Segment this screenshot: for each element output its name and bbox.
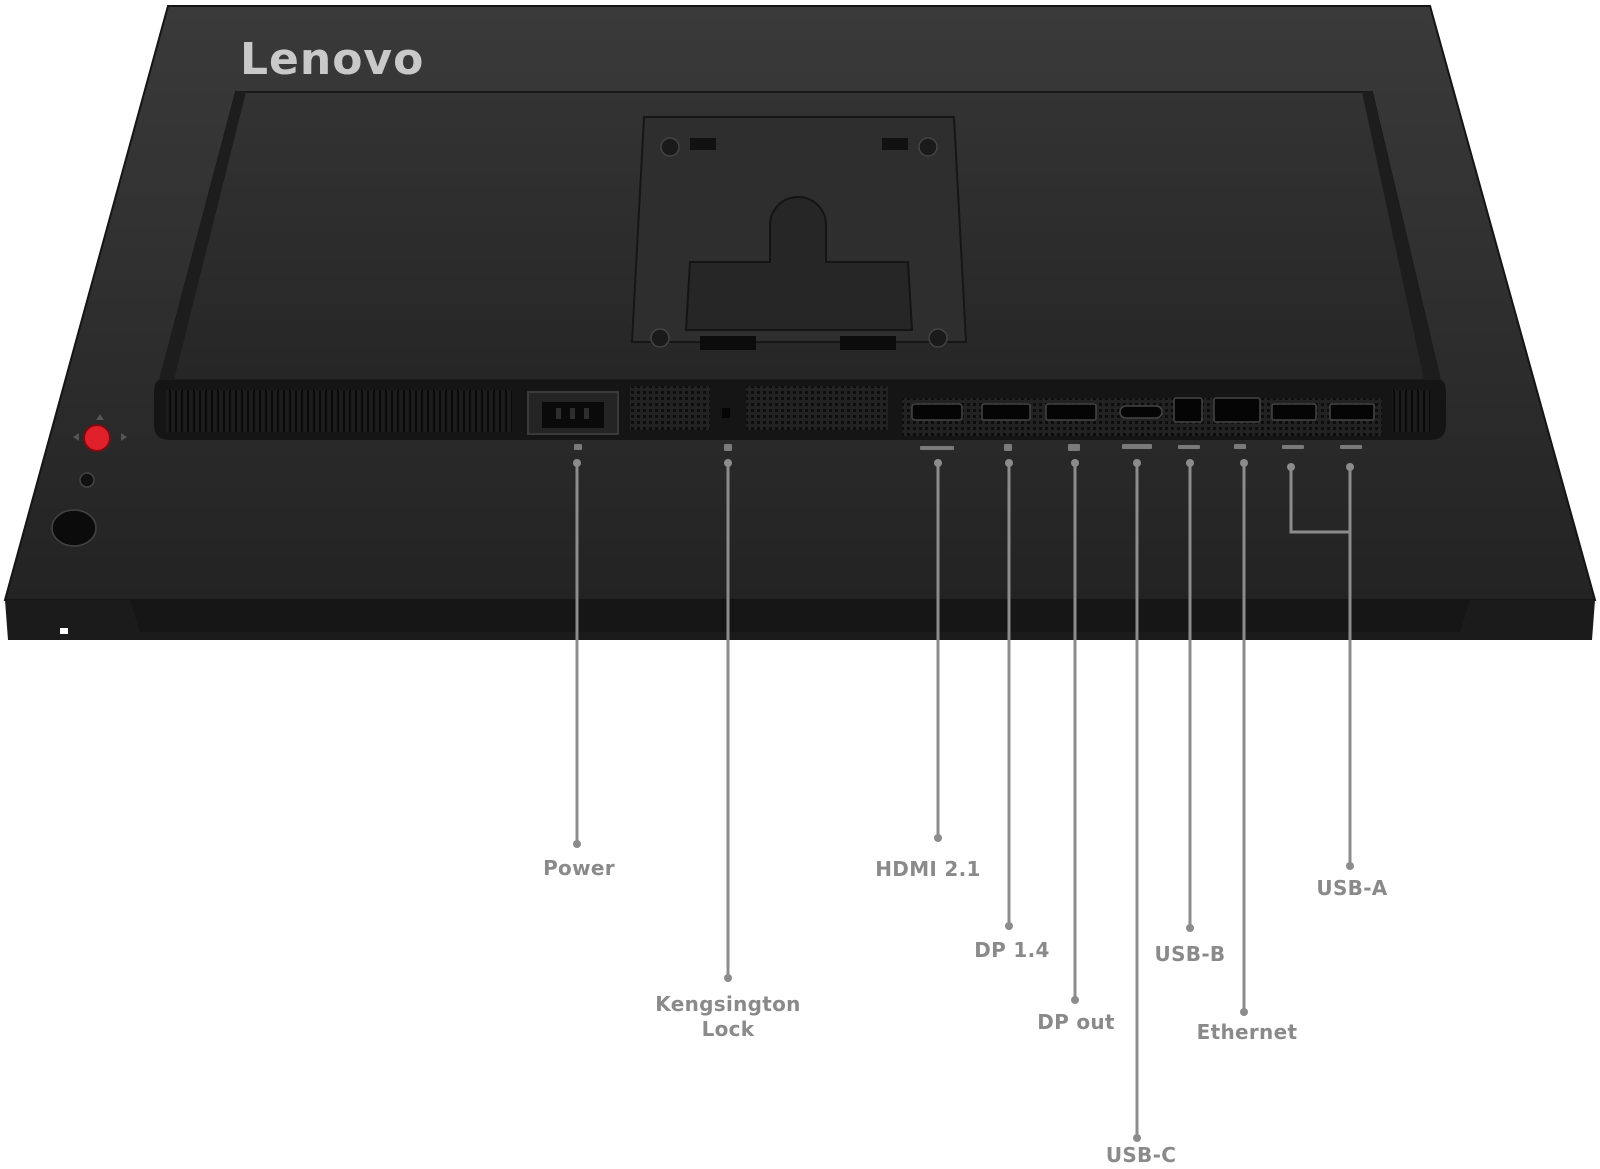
power-button[interactable] [51,509,97,547]
usb-a-port-2 [1329,403,1375,421]
small-button[interactable] [79,472,95,488]
usb-c-port [1119,405,1163,419]
label-kensington-lock: Kengsington Lock [655,992,801,1041]
arrow-up-icon [96,414,104,420]
vesa-mount-plate [630,116,968,350]
brand-logo: Lenovo [240,34,425,85]
label-ethernet: Ethernet [1196,1020,1298,1044]
osd-controls [51,414,127,634]
label-usb-b: USB-B [1154,942,1226,966]
status-led [60,628,68,634]
joystick-button[interactable] [83,424,111,452]
arrow-left-icon [73,433,79,441]
vent-mid-a [630,386,710,430]
kensington-slot [722,408,730,418]
ethernet-port [1213,397,1261,423]
vent-left [166,390,512,432]
hdmi-port [911,403,963,421]
usb-a-port-1 [1271,403,1317,421]
label-hdmi: HDMI 2.1 [875,857,981,881]
label-dp-out: DP out [1037,1010,1115,1034]
dp-out-port [1045,403,1097,421]
arrow-right-icon [121,433,127,441]
vent-mid-b [746,386,888,430]
leader-dots [573,459,1354,1142]
dp14-port [981,403,1031,421]
power-port [527,391,619,435]
leader-lines [575,461,1352,1140]
label-dp14: DP 1.4 [974,938,1050,962]
label-power: Power [543,856,615,880]
label-usb-a: USB-A [1316,876,1388,900]
usb-b-port [1173,397,1203,423]
port-strip [154,380,1446,451]
vent-right [1392,390,1430,432]
port-markings [574,444,1362,451]
leader-line-usb-a-branch [1289,465,1352,534]
label-usb-c: USB-C [1105,1143,1177,1167]
